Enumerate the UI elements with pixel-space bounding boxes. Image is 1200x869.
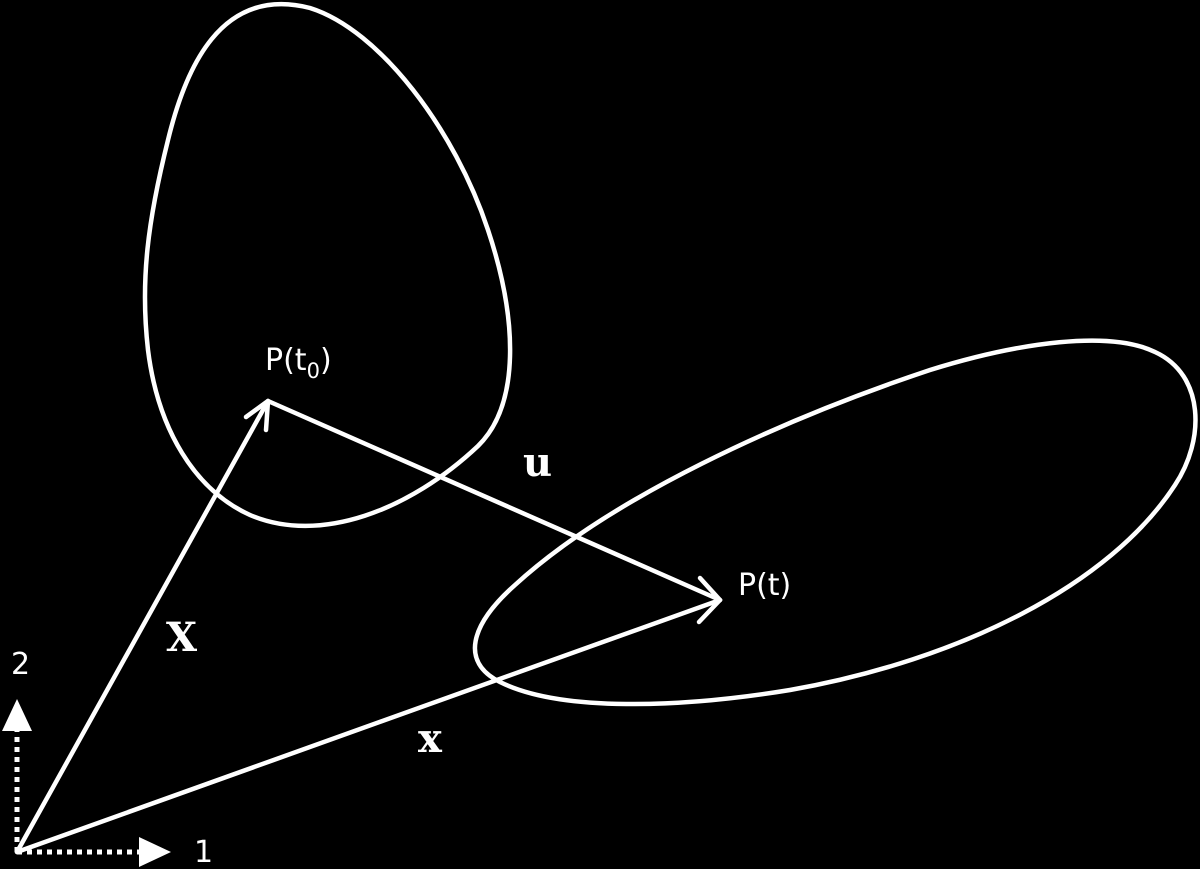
point-initial-label: P(t0): [265, 343, 332, 383]
vector-x-shaft: [14, 597, 723, 855]
vector-X-shaft: [14, 398, 271, 855]
axis-1-arrowhead: [139, 837, 171, 867]
current-position-label: x: [418, 715, 443, 762]
point-current-label: P(t): [738, 568, 791, 603]
reference-configuration-outline: [142, 1, 513, 529]
vector-u-shaft: [265, 398, 723, 603]
vector-X-arrowhead: [243, 398, 271, 433]
axis-1-label: 1: [194, 835, 213, 869]
axis-2-label: 2: [11, 647, 30, 682]
reference-position-label: X: [166, 614, 197, 661]
displacement-label: u: [523, 439, 552, 486]
axis-2-arrowhead: [2, 699, 32, 731]
current-configuration-outline: [472, 338, 1198, 707]
